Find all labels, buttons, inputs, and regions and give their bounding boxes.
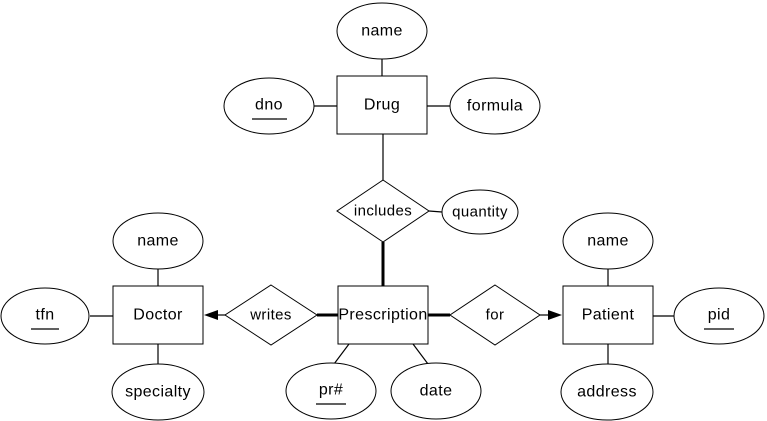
attribute-pid-label: pid [708,307,731,324]
attribute-doctor-name-ellipse [112,212,204,270]
attribute-quantity: quantity [441,189,519,235]
attribute-pr-num: pr# [285,362,377,420]
attribute-date-label: date [420,383,453,400]
attribute-formula-ellipse [449,77,541,135]
relationship-writes-diamond [224,284,318,346]
attribute-quantity-ellipse [441,189,519,235]
attribute-patient-name-ellipse [562,212,654,270]
entity-patient: Patient [562,285,654,345]
attribute-patient-name: name [562,212,654,270]
entity-doctor-box [112,285,204,345]
attribute-pid: pid [673,287,765,345]
entity-drug: Drug [336,75,428,135]
relationship-includes-label: includes [354,203,412,220]
attribute-tfn: tfn [0,287,90,345]
entity-patient-label: Patient [582,307,635,324]
attribute-dno-label: dno [255,97,283,114]
arrowhead-into-patient-icon [548,310,562,320]
attribute-doctor-name: name [112,212,204,270]
relationship-for: for [449,284,541,346]
attribute-specialty: specialty [111,363,205,421]
relationship-includes: includes [336,179,430,243]
edge-prescription-date [412,343,429,365]
attribute-address-ellipse [560,363,654,421]
attribute-drug-name: name [336,2,428,60]
attribute-date: date [390,362,482,420]
attribute-quantity-label: quantity [452,204,508,221]
edge-prescription-prnum [333,343,350,365]
attribute-patient-name-label: name [587,233,629,250]
attribute-dno: dno [223,77,315,135]
attribute-specialty-ellipse [111,363,205,421]
arrowhead-into-doctor-icon [204,310,218,320]
attribute-pid-ellipse [673,287,765,345]
attribute-pr-num-ellipse [285,362,377,420]
relationship-for-label: for [486,307,505,324]
attribute-drug-name-label: name [361,23,403,40]
entity-prescription: Prescription [337,285,429,345]
entity-drug-box [336,75,428,135]
relationship-writes: writes [224,284,318,346]
entity-drug-label: Drug [364,97,400,114]
attribute-drug-name-ellipse [336,2,428,60]
attribute-pr-num-label: pr# [319,382,343,399]
attribute-tfn-label: tfn [36,307,55,324]
relationship-includes-diamond [336,179,430,243]
attribute-doctor-name-label: name [137,233,179,250]
entity-prescription-box [337,285,429,345]
attribute-tfn-ellipse [0,287,90,345]
attribute-dno-ellipse [223,77,315,135]
attribute-formula-label: formula [467,98,523,115]
relationship-for-diamond [449,284,541,346]
attribute-address-label: address [577,384,637,401]
attribute-date-ellipse [390,362,482,420]
edge-includes-quantity [428,210,443,213]
entity-doctor-label: Doctor [133,307,183,324]
entity-doctor: Doctor [112,285,204,345]
attribute-formula: formula [449,77,541,135]
attribute-address: address [560,363,654,421]
entity-prescription-label: Prescription [338,307,427,324]
attribute-specialty-label: specialty [125,384,191,401]
entity-patient-box [562,285,654,345]
relationship-writes-label: writes [249,307,292,324]
